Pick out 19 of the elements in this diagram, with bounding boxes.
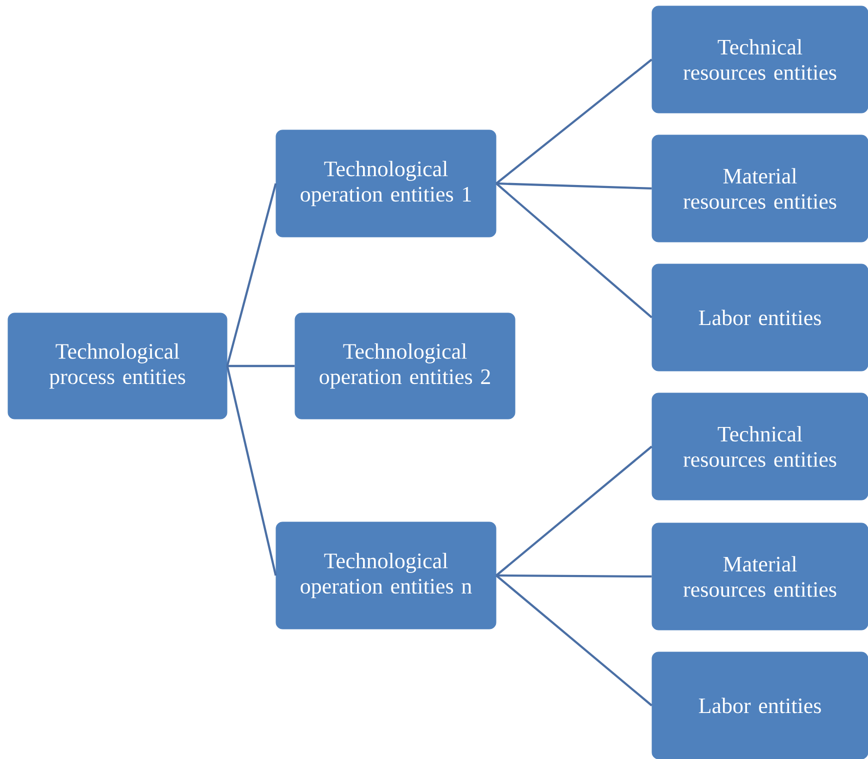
connector-line	[226, 366, 277, 576]
entity-box: Labor entities	[652, 264, 868, 372]
entity-box: Material resources entities	[652, 522, 868, 630]
entity-box: Labor entities	[652, 652, 868, 759]
entity-box: Technical resources entities	[652, 6, 868, 114]
connector-line	[496, 446, 652, 576]
entity-box: Technological process entities	[8, 312, 228, 420]
connector-line	[496, 574, 652, 578]
entity-box: Material resources entities	[652, 134, 868, 242]
entity-box: Technological operation entities n	[276, 522, 496, 630]
connector-line	[226, 183, 277, 366]
entity-box: Technical resources entities	[652, 392, 868, 500]
connector-line	[496, 574, 652, 706]
connector-line	[227, 364, 295, 368]
connector-line	[496, 58, 652, 184]
entity-box: Technological operation entities 2	[294, 312, 516, 420]
entity-box: Technological operation entities 1	[276, 130, 496, 238]
connector-line	[496, 182, 652, 318]
connector-line	[496, 182, 652, 190]
